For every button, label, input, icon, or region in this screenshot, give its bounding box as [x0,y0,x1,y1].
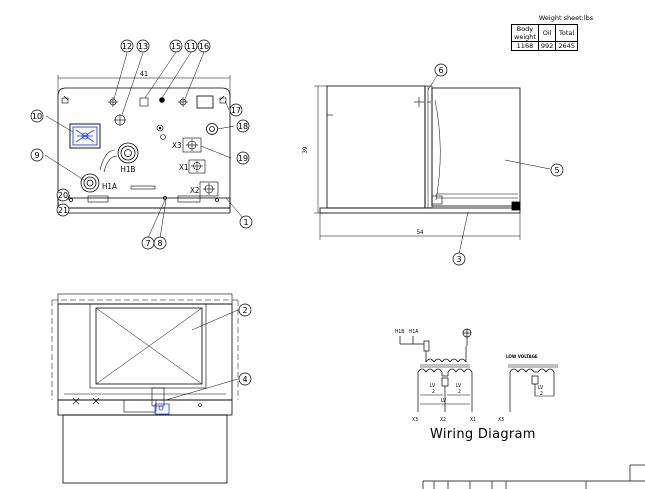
terminal-x2: X2 [190,186,200,195]
front-view [44,51,244,239]
balloon-label-20: 20 [58,191,68,200]
weight-header-oil: Oil [537,24,557,42]
balloon-label-16: 16 [199,42,209,51]
weight-value-body: 1168 [511,41,539,51]
wiring-lv-full: LV [441,398,447,404]
balloon-label-10: 10 [32,112,42,121]
wiring-x3b: X3 [498,417,504,423]
balloon-4 [238,372,252,386]
wiring-x2: X2 [440,417,446,423]
wiring-lv-2-half: 2 [458,389,461,395]
side-width-dim: 54 [417,229,424,236]
balloon-label-1: 1 [243,218,248,227]
balloon-label-21: 21 [58,206,68,215]
balloon-1 [239,215,253,229]
wiring-schematic [399,328,558,412]
balloon-2 [238,303,252,317]
front-width-dim: 41 [140,70,148,78]
balloon-label-3: 3 [456,255,461,264]
balloon-13 [136,39,150,53]
balloon-10 [30,109,44,123]
balloon-20 [56,188,70,202]
wiring-h1a: H1A [409,329,419,335]
balloon-5 [550,163,564,177]
wiring-lv-2: LV [456,383,462,389]
balloon-19 [236,151,250,165]
balloon-21 [56,203,70,217]
wiring-low-voltage: LOW VOLTAGE [506,354,538,360]
balloon-8 [153,236,167,250]
balloon-label-13: 13 [138,42,148,51]
balloon-label-19: 19 [238,154,248,163]
terminal-x3: X3 [172,141,182,150]
balloon-label-7: 7 [145,239,150,248]
side-height-dim: 39 [302,146,309,153]
balloon-16 [197,39,211,53]
balloon-label-17: 17 [231,106,241,115]
wiring-lv-3-half: 2 [540,391,543,397]
balloon-17 [229,103,243,117]
balloon-label-18: 18 [238,122,248,131]
balloon-6 [434,63,448,77]
wiring-h1b: H1B [395,329,404,335]
balloon-11 [184,39,198,53]
balloon-18 [236,119,250,133]
balloon-9 [30,148,44,162]
terminal-h1a: H1A [102,182,117,191]
wiring-x3: X3 [412,417,418,423]
weight-table: Body weight Oil Total 1168 992 2645 [511,24,578,51]
balloon-label-6: 6 [438,66,443,75]
balloon-label-15: 15 [171,42,181,51]
balloon-3 [452,252,466,266]
wiring-lv-1-half: 2 [432,389,435,395]
balloon-label-2: 2 [242,306,247,315]
terminal-x1: X1 [179,163,189,172]
bottom-view [51,293,239,484]
terminal-h1b: H1B [121,165,136,174]
wiring-lv-3: LV [538,385,544,391]
balloon-label-5: 5 [554,166,559,175]
side-view [314,73,551,255]
weight-header-total: Total [555,24,578,42]
wiring-lv-1: LV [430,383,436,389]
weight-header-body: Body weight [511,24,539,42]
weight-value-total: 2645 [555,41,578,51]
balloon-12 [120,39,134,53]
balloon-label-9: 9 [34,151,39,160]
wiring-diagram-title: Wiring Diagram [430,427,536,442]
balloon-label-11: 11 [186,42,196,51]
balloon-label-4: 4 [242,375,247,384]
wiring-x1: X1 [470,417,476,423]
balloon-15 [169,39,183,53]
balloon-label-8: 8 [157,239,162,248]
weight-sheet-title: Weight sheet:lbs [538,14,594,22]
balloon-label-12: 12 [122,42,132,51]
title-block-stub [422,464,645,489]
weight-value-oil: 992 [537,41,557,51]
